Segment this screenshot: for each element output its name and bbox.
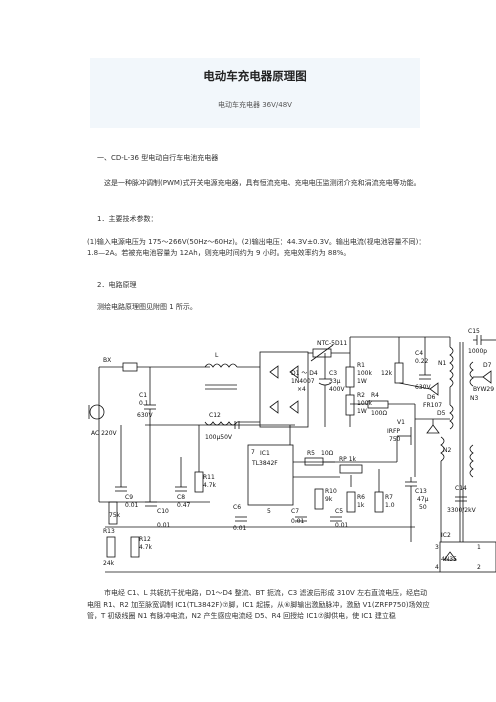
label-n1: N1 xyxy=(438,360,446,367)
label-c1-voltage: 630V xyxy=(137,412,153,419)
label-c3-voltage: 400V xyxy=(329,386,345,393)
label-r13: R13 xyxy=(103,528,115,535)
label-c6: C6 xyxy=(233,504,241,511)
label-l: L xyxy=(215,352,219,359)
label-r12-value: 4.7k xyxy=(139,544,153,551)
label-r1: R1 xyxy=(357,362,365,369)
label-c9-value: 0.01 xyxy=(125,502,139,509)
label-c8: C8 xyxy=(177,494,185,501)
label-r2-watt: 1W xyxy=(357,408,367,415)
label-r6-value: 1k xyxy=(357,502,365,509)
label-c15: C15 xyxy=(468,328,480,335)
label-c7: C7 xyxy=(291,508,299,515)
label-rp: RP 1k xyxy=(339,456,357,463)
page-subtitle: 电动车充电器 36V/48V xyxy=(218,101,292,109)
label-c14-value: 3300/2kV xyxy=(447,507,477,514)
label-ic1: IC1 xyxy=(260,450,270,457)
label-c15-value: 1000p xyxy=(468,348,487,355)
label-pin1: 1 xyxy=(477,544,481,551)
label-c3-value: 33μ xyxy=(329,378,341,385)
label-c4: C4 xyxy=(415,350,423,357)
label-x4: ×4 xyxy=(297,386,306,393)
label-ac: AC 220V xyxy=(91,430,118,437)
label-c8-value: 0.47 xyxy=(177,502,191,509)
label-bx: BX xyxy=(103,357,111,364)
label-c10: C10 xyxy=(157,508,169,515)
label-r12: R12 xyxy=(139,536,151,543)
label-d6: D6 xyxy=(427,394,436,401)
label-r10-value: 9k xyxy=(325,496,333,503)
label-c4-voltage: 630V xyxy=(415,384,431,391)
label-c3: C3 xyxy=(329,370,337,377)
label-r5-value: 10Ω xyxy=(321,450,334,457)
label-r4: R4 xyxy=(371,392,379,399)
label-irfp: IRFP xyxy=(387,428,400,435)
label-c5-value: 0.01 xyxy=(335,522,349,529)
label-v1: V1 xyxy=(397,419,405,426)
title-box: 电动车充电器原理图 电动车充电器 36V/48V xyxy=(90,58,420,128)
label-d1d4: D1 ～ D4 xyxy=(291,370,318,377)
label-byw29: BYW29 xyxy=(473,386,494,393)
label-c4-value: 0.22 xyxy=(415,358,429,365)
circuit-schematic: BX L C1 0.1 630V AC 220V NTC-5D11 D1 ～ D… xyxy=(88,328,496,573)
label-tl3842f: TL3842F xyxy=(251,460,278,467)
params-heading: 1．主要技术参数： xyxy=(97,215,158,223)
label-d7: D7 xyxy=(483,362,492,369)
label-c5: C5 xyxy=(335,508,343,515)
label-r10: R10 xyxy=(325,488,337,495)
label-n3: N3 xyxy=(470,395,478,402)
label-4n35: 4N35 xyxy=(441,556,457,563)
label-r2-value: 100k xyxy=(357,400,372,407)
label-r6: R6 xyxy=(357,494,365,501)
label-r5: R5 xyxy=(307,450,315,457)
label-pin5: 5 xyxy=(267,508,271,515)
label-r7: R7 xyxy=(385,494,393,501)
label-c1: C1 xyxy=(139,392,147,399)
label-c9: C9 xyxy=(125,494,133,501)
label-r11: R11 xyxy=(203,474,215,481)
label-c13-voltage: 50 xyxy=(419,504,427,511)
label-r7-value: 1.0 xyxy=(385,502,395,509)
label-ic2: IC2 xyxy=(441,532,451,539)
intro-paragraph: 这是一种脉冲调制(PWM)式开关电源充电器，具有恒流充电、充电电压监测闭介充和涓… xyxy=(104,179,421,187)
label-c12: C12 xyxy=(209,412,221,419)
label-c12-value: 100μ50V xyxy=(205,434,233,441)
label-c13-value: 47μ xyxy=(417,496,429,503)
bottom-paragraph: 市电经 C1、L 共轭抗干扰电路，D1～D4 整流、BT 扼流，C3 滤波后形成… xyxy=(87,589,430,620)
label-pin4: 4 xyxy=(435,564,439,571)
label-c10-value: 0.01 xyxy=(157,522,171,529)
label-pin2: 2 xyxy=(477,564,481,571)
label-n2: N2 xyxy=(443,447,451,454)
principle-intro: 测绘电路原理图见附图 1 所示。 xyxy=(97,303,197,311)
label-r2: R2 xyxy=(357,392,365,399)
section-heading-1: 一、CD-L-36 型电动自行车电池充电器 xyxy=(97,154,219,162)
label-d5: D5 xyxy=(437,410,446,417)
label-ntc: NTC-5D11 xyxy=(317,340,347,347)
label-1n4007: 1N4007 xyxy=(291,378,315,385)
label-c13: C13 xyxy=(415,488,427,495)
label-fr107: FR107 xyxy=(423,402,442,409)
label-750: 750 xyxy=(389,436,401,443)
label-r13-value: 24k xyxy=(103,560,115,567)
label-75k: 75k xyxy=(109,512,121,519)
label-r1-value: 100k xyxy=(357,370,372,377)
label-c7-value: 0.01 xyxy=(291,518,305,525)
label-r4-value: 100Ω xyxy=(371,410,387,417)
label-c6-value: 0.01 xyxy=(233,525,247,532)
label-c1-value: 0.1 xyxy=(139,400,149,407)
label-pin7: 7 xyxy=(251,449,255,456)
label-pin3: 3 xyxy=(435,544,439,551)
principle-heading: 2．电路原理 xyxy=(97,281,137,289)
page-title: 电动车充电器原理图 xyxy=(203,69,307,83)
label-12k: 12k xyxy=(381,370,393,377)
label-c14: C14 xyxy=(455,485,467,492)
label-r1-watt: 1W xyxy=(357,378,367,385)
label-r11-value: 4.7k xyxy=(203,482,217,489)
params-paragraph: (1)输入电源电压为 175～266V(50Hz～60Hz)。(2)输出电压：4… xyxy=(87,238,426,257)
